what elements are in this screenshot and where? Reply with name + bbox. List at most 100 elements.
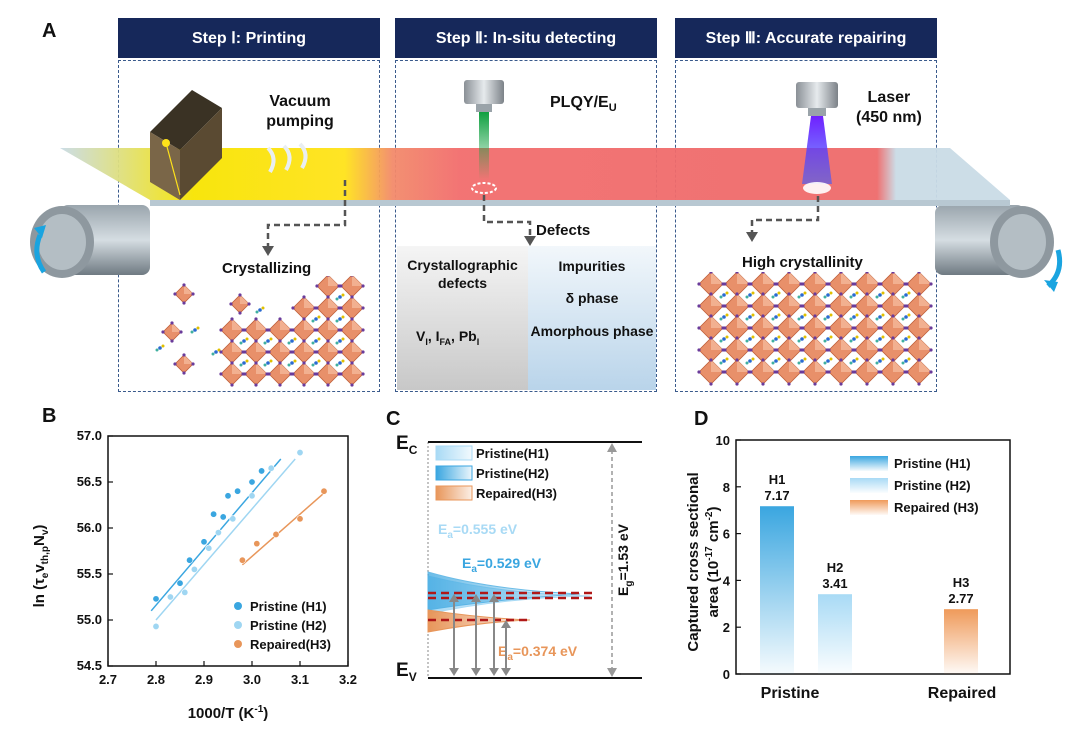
octahedron — [173, 353, 195, 375]
legend-swatch-h2 — [435, 465, 473, 481]
octahedron — [749, 292, 777, 320]
b-data-point — [296, 449, 304, 457]
b-legend-marker — [234, 602, 242, 610]
detector-head — [464, 80, 504, 194]
octahedron — [291, 339, 317, 365]
cation-molecule — [875, 357, 885, 365]
octahedron — [697, 272, 725, 298]
b-xtick-label: 2.7 — [99, 672, 117, 687]
d-legend-swatch — [850, 456, 888, 471]
octahedron — [879, 358, 907, 386]
b-legend-label: Pristine (H1) — [250, 599, 327, 614]
octahedron — [879, 292, 907, 320]
cation-molecule — [335, 293, 345, 301]
b-plot-frame — [107, 435, 349, 667]
d-ytick-label: 10 — [716, 433, 730, 448]
step-3-header: Step Ⅲ: Accurate repairing — [675, 18, 937, 58]
step-2-header: Step Ⅱ: In-situ detecting — [395, 18, 657, 58]
cation-molecule — [190, 326, 200, 334]
octahedron — [905, 272, 933, 298]
cation-molecule — [797, 313, 807, 321]
b-fit-line — [241, 492, 325, 566]
defects-label: Defects — [536, 222, 591, 239]
octahedron — [853, 336, 881, 364]
b-data-point — [219, 513, 227, 521]
octahedron — [723, 358, 751, 386]
b-legend-marker — [234, 640, 242, 648]
rotation-arrow-right-head — [1044, 280, 1058, 292]
cation-molecule — [255, 306, 265, 314]
cation-molecule — [823, 357, 833, 365]
octahedron — [315, 317, 341, 343]
cation-molecule — [745, 357, 755, 365]
b-legend-label: Pristine (H2) — [250, 618, 327, 633]
cation-molecule — [719, 291, 729, 299]
b-data-point — [166, 593, 174, 601]
delta-phase-label: δ phase — [565, 290, 619, 306]
panel-c-letter: C — [386, 408, 401, 430]
cation-molecule — [875, 291, 885, 299]
b-ytick-label: 56.0 — [77, 520, 102, 535]
activation-arrowheads — [449, 594, 511, 676]
cation-molecule — [901, 335, 911, 343]
b-data-point — [224, 492, 232, 500]
vacuum-swirls — [266, 142, 308, 173]
octahedron — [697, 336, 725, 364]
belt-edge — [150, 200, 1010, 206]
cation-molecule — [335, 315, 345, 323]
step-1-label: Step Ⅰ: Printing — [191, 30, 307, 47]
d-legend-label: Repaired (H3) — [894, 500, 979, 515]
point-defects-label: VI, IFA, PbI — [416, 328, 480, 347]
cation-molecule — [849, 335, 859, 343]
cation-molecule — [771, 357, 781, 365]
octahedron — [697, 314, 725, 342]
cation-molecule — [771, 313, 781, 321]
octahedron — [905, 358, 933, 386]
legend-label-h2: Pristine(H2) — [476, 466, 549, 481]
cation-molecule — [849, 291, 859, 299]
d-bar-value: 7.17 — [764, 488, 789, 503]
step-1-header: Step Ⅰ: Printing — [118, 18, 380, 58]
cation-molecule — [211, 348, 221, 356]
trap-distribution-h2 — [427, 571, 581, 611]
substrate-belt — [60, 148, 1010, 200]
b-xtick-label: 3.1 — [291, 672, 309, 687]
eg-label: Eg=1.53 eV — [615, 523, 635, 596]
b-xtick-label: 2.8 — [147, 672, 165, 687]
b-xtick-label: 3.0 — [243, 672, 261, 687]
b-data-point — [190, 565, 198, 573]
panel-b-letter: B — [42, 405, 57, 427]
b-ylabel: ln (τevth,pNv) — [31, 525, 51, 608]
laser-label: Laser(450 nm) — [856, 89, 922, 126]
b-legend-marker — [234, 621, 242, 629]
legend-swatch-h3 — [435, 485, 473, 501]
vacuum-label: Vacuum pumping — [266, 93, 334, 130]
step-3-label: Step Ⅲ: Accurate repairing — [705, 30, 907, 47]
cation-molecule — [849, 313, 859, 321]
right-roller — [935, 205, 1054, 278]
blade-tool — [150, 90, 222, 200]
cation-molecule — [901, 313, 911, 321]
crystallizing-lattice — [155, 276, 365, 387]
panel-d-letter: D — [694, 408, 709, 430]
b-data-point — [214, 529, 222, 537]
cation-molecule — [311, 337, 321, 345]
cross-section-bar-chart: Captured cross sectional area (10-17 cm-… — [685, 433, 1011, 702]
b-data-point — [234, 487, 242, 495]
ec-label: EC — [396, 433, 418, 457]
octahedron — [879, 336, 907, 364]
ev-label: EV — [396, 660, 417, 684]
d-bar-value: 2.77 — [948, 591, 973, 606]
octahedron — [853, 314, 881, 342]
d-category-label: Repaired — [928, 685, 996, 702]
octahedron — [161, 321, 183, 343]
d-ytick-label: 6 — [723, 527, 730, 542]
cation-molecule — [335, 337, 345, 345]
cation-molecule — [263, 337, 273, 345]
legend-label-h3: Repaired(H3) — [476, 486, 557, 501]
octahedron — [827, 336, 855, 364]
d-bar-h2 — [818, 594, 852, 674]
eg-arrow-bottom — [607, 668, 617, 677]
cation-molecule — [823, 313, 833, 321]
cation-molecule — [239, 359, 249, 367]
